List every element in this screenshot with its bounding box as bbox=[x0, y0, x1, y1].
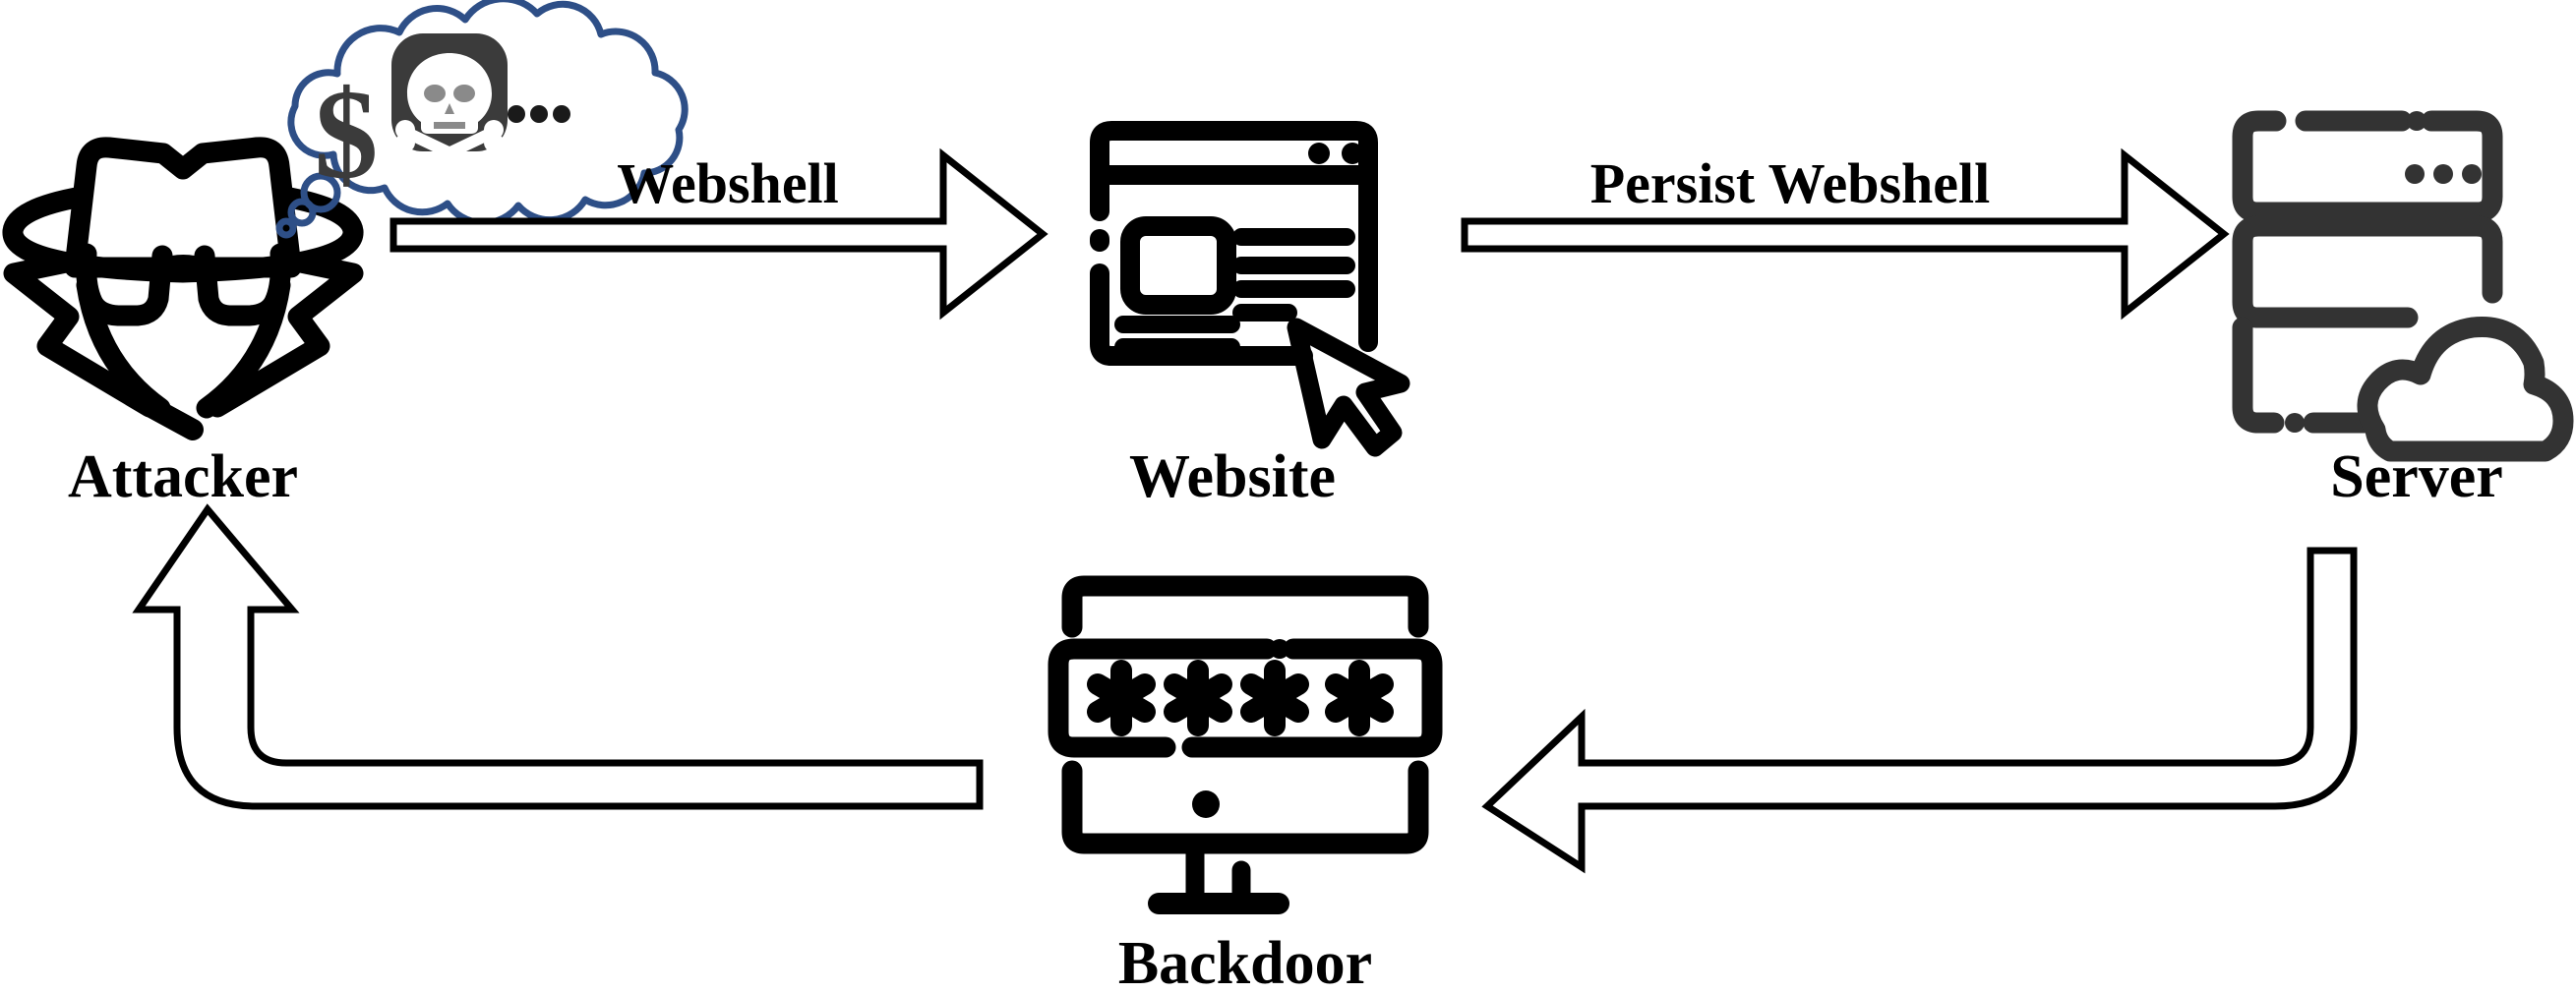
password-asterisks bbox=[1087, 660, 1394, 736]
backdoor-label: Backdoor bbox=[1118, 930, 1372, 994]
backdoor-icon bbox=[1048, 575, 1443, 914]
arrow-server-to-backdoor bbox=[1481, 547, 2358, 874]
dollar-sign-icon: $ bbox=[315, 64, 379, 205]
server-label: Server bbox=[2330, 443, 2503, 510]
website-label: Website bbox=[1129, 443, 1336, 510]
thought-bubble: $ bbox=[275, 0, 689, 239]
ellipsis-icon bbox=[508, 105, 570, 123]
edge-label-webshell: Webshell bbox=[617, 151, 839, 215]
attacker-label: Attacker bbox=[68, 443, 298, 510]
attacker-icon bbox=[2, 137, 364, 440]
edge-label-persist-webshell: Persist Webshell bbox=[1590, 151, 1991, 215]
arrow-backdoor-to-attacker bbox=[132, 503, 984, 810]
arrow-attacker-to-website bbox=[389, 147, 1048, 321]
arrow-website-to-server bbox=[1461, 147, 2230, 321]
website-icon bbox=[1090, 121, 1410, 457]
skull-crossbones-icon bbox=[391, 33, 508, 186]
server-icon bbox=[2232, 110, 2574, 462]
